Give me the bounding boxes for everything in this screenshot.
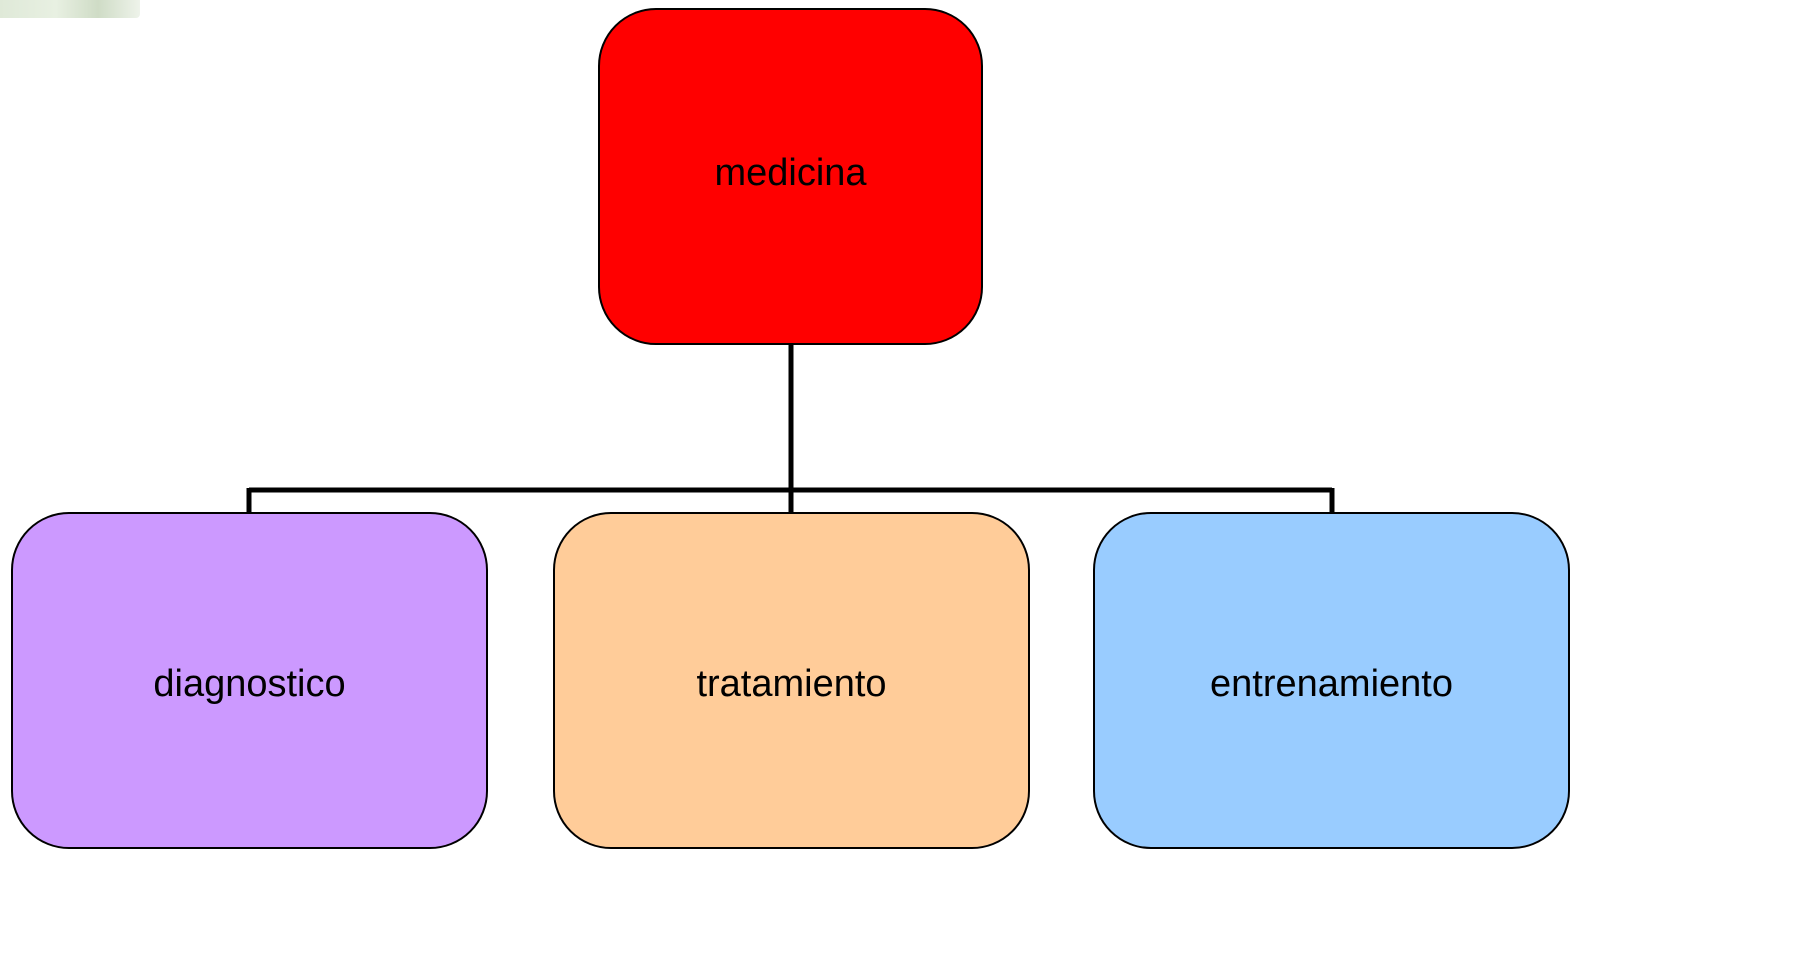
node-medicina[interactable]: medicina <box>598 8 983 345</box>
node-diagnostico-label: diagnostico <box>153 663 346 705</box>
node-entrenamiento[interactable]: entrenamiento <box>1093 512 1570 849</box>
corner-logo-image <box>0 0 140 18</box>
node-medicina-label: medicina <box>714 152 867 194</box>
node-diagnostico[interactable]: diagnostico <box>11 512 488 849</box>
node-entrenamiento-label: entrenamiento <box>1210 663 1453 705</box>
node-tratamiento[interactable]: tratamiento <box>553 512 1030 849</box>
node-tratamiento-label: tratamiento <box>696 663 887 705</box>
